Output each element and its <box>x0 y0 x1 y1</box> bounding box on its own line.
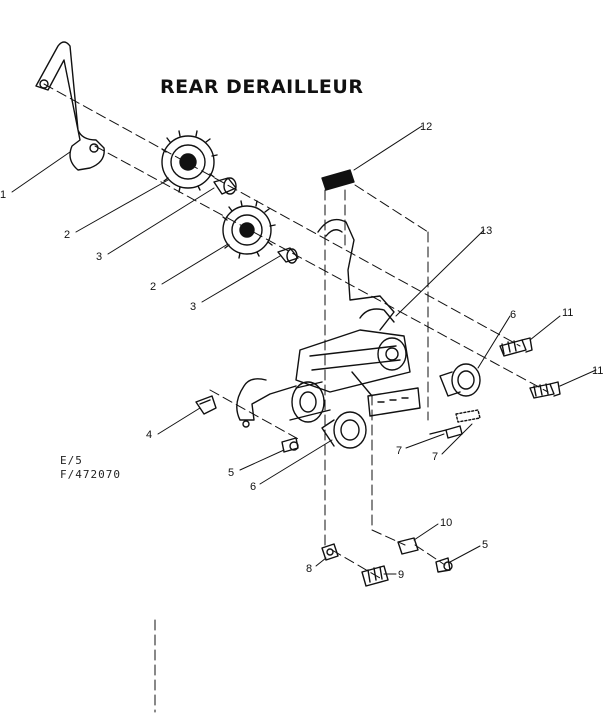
callout-2b: 2 <box>150 281 156 293</box>
part-11-bolt-lower <box>529 381 561 399</box>
part-13-spring-plate <box>359 308 395 323</box>
callout-3b: 3 <box>190 301 196 313</box>
callout-12: 12 <box>420 121 432 133</box>
diagram-title: REAR DERAILLEUR <box>160 76 364 98</box>
part-2-lower-pulley <box>222 200 276 259</box>
callout-9: 9 <box>398 569 404 581</box>
callout-13: 13 <box>480 225 492 237</box>
derailleur-body <box>236 218 421 428</box>
callout-7b: 7 <box>432 451 438 463</box>
leader-lines <box>11 125 597 575</box>
part-12-cable-cap <box>321 169 355 191</box>
callout-11b: 11 <box>592 365 603 377</box>
drawing-code-2: F/472070 <box>60 468 121 481</box>
callout-labels: 1 2 3 2 3 4 5 6 7 7 8 9 10 5 11 11 12 13… <box>0 121 603 581</box>
part-7-limit-screw-a <box>429 425 463 439</box>
callout-6b: 6 <box>510 309 516 321</box>
part-7-limit-screw-b <box>455 409 481 423</box>
callout-3a: 3 <box>96 251 102 263</box>
part-6-bushing-right <box>439 363 481 397</box>
callout-5a: 5 <box>228 467 234 479</box>
part-2-upper-pulley <box>161 130 218 193</box>
callout-7a: 7 <box>396 445 402 457</box>
part-6-bushing-left <box>321 411 367 449</box>
callout-8: 8 <box>306 563 312 575</box>
callout-6a: 6 <box>250 481 256 493</box>
assembly-lines <box>43 83 549 713</box>
part-3-bushing-lower <box>277 247 299 264</box>
part-8-nut <box>321 543 339 561</box>
callout-10: 10 <box>440 517 452 529</box>
part-5-screw-right <box>435 557 453 573</box>
part-10-cable-clamp <box>397 537 419 555</box>
drawing-code-1: E/5 <box>60 454 83 467</box>
part-1-hanger <box>35 41 105 171</box>
part-5-screw-left <box>281 437 299 453</box>
callout-1: 1 <box>0 189 6 201</box>
callout-2a: 2 <box>64 229 70 241</box>
callout-5b: 5 <box>482 539 488 551</box>
part-11-bolt-upper <box>499 337 533 357</box>
callout-4: 4 <box>146 429 152 441</box>
part-3-bushing-upper <box>213 177 237 195</box>
part-9-bolt <box>361 565 389 587</box>
callout-11a: 11 <box>562 307 573 319</box>
part-4-clip <box>195 395 217 415</box>
